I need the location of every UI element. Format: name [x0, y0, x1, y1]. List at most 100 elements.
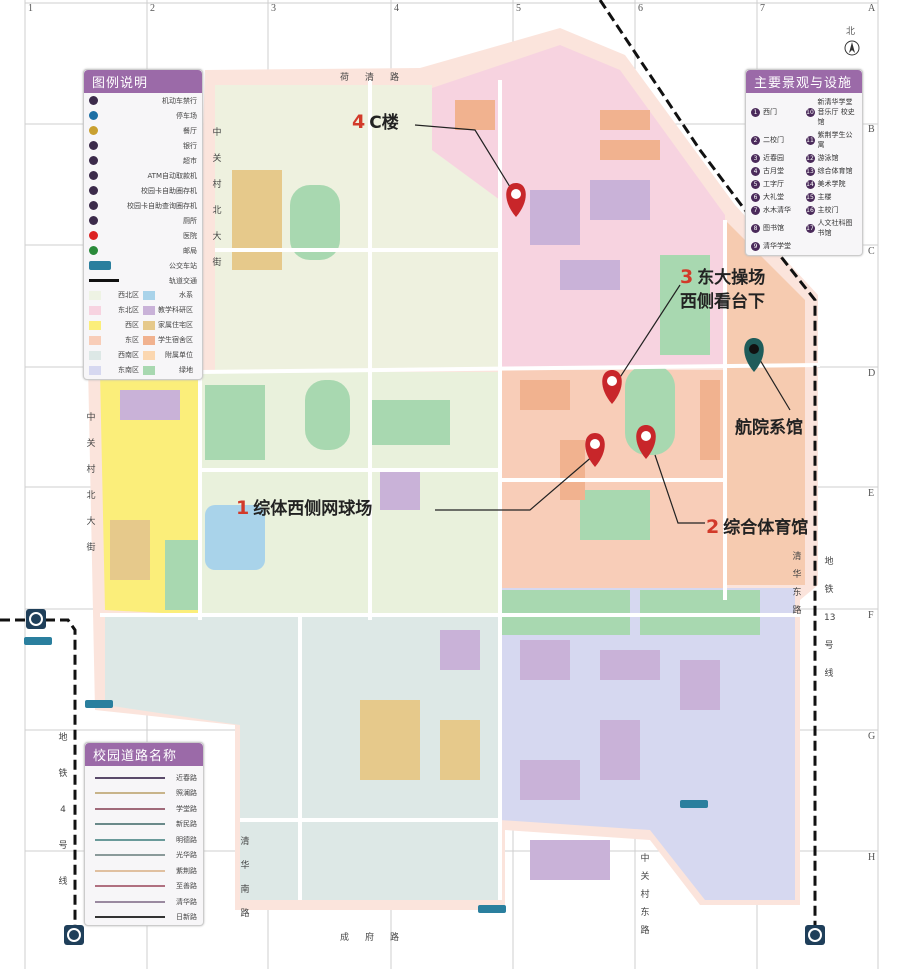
street-tsinghua-east-road: 清华东路	[792, 552, 802, 616]
grid-col-5: 5	[516, 3, 521, 14]
pin-c-building	[506, 183, 526, 217]
road-item: 照澜路	[85, 786, 203, 802]
supermarket-icon	[89, 156, 98, 165]
grid-col-4: 4	[394, 3, 399, 14]
grid-row-d: D	[868, 368, 876, 379]
grid-col-2: 2	[150, 3, 155, 14]
landmark-number: 7	[751, 205, 760, 215]
legend-zone-label: 绿地	[179, 366, 193, 374]
post-office-icon	[89, 246, 98, 255]
landmark-number: 17	[805, 223, 815, 233]
legend-zone: 家属住宅区	[143, 320, 197, 330]
legend-zone: 附属单位	[143, 350, 197, 360]
legend-zone: 东北区	[89, 305, 143, 315]
annotation-label: 东大操场	[697, 268, 766, 288]
legend-item: 银行	[84, 138, 202, 153]
road-item: 日新路	[85, 910, 203, 926]
subway-line-13-label: 地铁13号线	[824, 557, 836, 679]
zone-swatch	[89, 290, 101, 300]
legend-title: 图例说明	[84, 70, 202, 93]
road-line-swatch	[95, 900, 165, 903]
landmark-number: 14	[805, 179, 815, 189]
zone-southwest	[105, 615, 500, 900]
annotation-label-line2: 西侧看台下	[680, 292, 765, 312]
legend-zone: 西区	[89, 320, 143, 330]
landmark-label: 大礼堂	[763, 193, 784, 201]
landmark-number: 12	[805, 153, 815, 163]
zone-swatch	[89, 365, 101, 375]
zone-southeast	[500, 588, 795, 900]
landmark-number: 2	[751, 135, 760, 145]
road-line-swatch	[95, 807, 165, 810]
annotation-leader-lines	[414, 124, 791, 524]
landmark-label: 图书馆	[763, 224, 784, 232]
legend-zone-label: 教学科研区	[158, 306, 193, 314]
legend-item: 公交车站	[84, 258, 202, 273]
landmark-label: 工字厅	[763, 180, 784, 188]
landmark-label: 二校门	[763, 136, 784, 144]
legend-zone-label: 西区	[125, 321, 139, 329]
zone-swatch	[143, 365, 155, 375]
zone-east-strip	[725, 220, 805, 585]
street-chengfu-road: 成府路	[340, 933, 416, 943]
zone-swatch	[89, 305, 101, 315]
road-label: 照澜路	[176, 789, 197, 798]
legend-zone: 西南区	[89, 350, 143, 360]
legend-item: 医院	[84, 228, 202, 243]
grid-col-6: 6	[638, 3, 643, 14]
landmark-label: 古月堂	[763, 167, 784, 175]
legend-zone: 东区	[89, 335, 143, 345]
pin-aerospace-building	[744, 338, 764, 372]
legend-item: 轨道交通	[84, 273, 202, 288]
annotation-aerospace-building: 航院系馆	[735, 413, 803, 438]
street-heqing-road: 荷清路	[340, 73, 416, 83]
grid-row-h: H	[868, 852, 876, 863]
compass-north-icon	[844, 40, 860, 56]
legend-zone: 绿地	[143, 365, 197, 375]
annotation-number: 3	[680, 266, 694, 288]
zone-swatch	[143, 350, 155, 360]
landmark-label: 人文社科图书馆	[817, 219, 853, 237]
road-label: 新民路	[176, 820, 197, 829]
building-blocks	[120, 180, 720, 880]
roads-title: 校园道路名称	[85, 743, 203, 766]
road-label: 光华路	[176, 851, 197, 860]
road-label: 日新路	[176, 913, 197, 922]
road-item: 光华路	[85, 848, 203, 864]
road-item: 新民路	[85, 817, 203, 833]
legend-item-label: 银行	[183, 141, 197, 150]
landmark-label: 游泳馆	[817, 154, 839, 162]
road-label: 明德路	[176, 835, 197, 844]
road-label: 清华路	[176, 897, 197, 906]
zone-swatch	[143, 335, 155, 345]
landmark-number: 11	[805, 135, 815, 145]
bus-icon	[89, 261, 111, 270]
legend-item: 机动车禁行	[84, 93, 202, 108]
legend-item-label: 校园卡自助圈存机	[141, 186, 197, 195]
street-zhongguancun-east-road: 中关村东路	[640, 854, 650, 936]
legend-item-label: 机动车禁行	[162, 96, 197, 105]
zone-northwest	[215, 85, 500, 370]
legend-zone-label: 东北区	[118, 306, 139, 314]
road-line-swatch	[95, 869, 165, 872]
grid-row-g: G	[868, 731, 876, 742]
landmark-number: 6	[751, 192, 760, 202]
legend-item-label: 轨道交通	[169, 276, 197, 285]
annotation-number: 1	[236, 497, 250, 519]
street-tsinghua-south-road: 清华南路	[240, 837, 250, 919]
legend-zone-label: 学生宿舍区	[158, 336, 193, 344]
landmark-number: 10	[805, 107, 815, 117]
legend-zone-label: 附属单位	[165, 351, 193, 359]
landmark-number: 15	[805, 192, 815, 202]
